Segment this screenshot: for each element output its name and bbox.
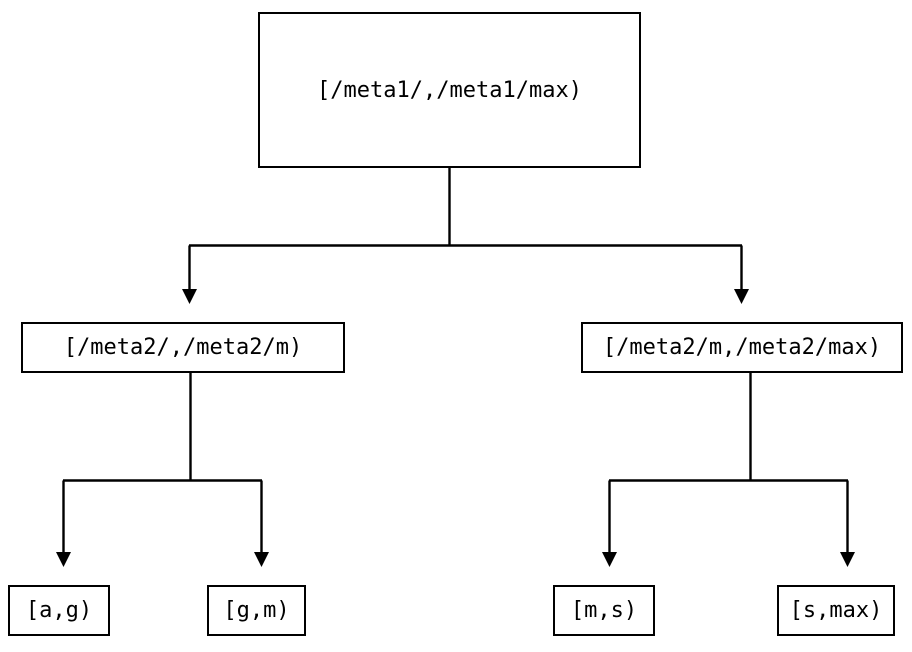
node-leaf-g-m-label: [g,m)	[223, 598, 290, 623]
arrowhead-root-to-mid-right	[734, 289, 749, 304]
node-leaf-a-g[interactable]: [a,g)	[8, 585, 110, 636]
node-leaf-a-g-label: [a,g)	[25, 598, 93, 623]
node-mid-left-label: [/meta2/,/meta2/m)	[63, 335, 303, 360]
node-mid-right-label: [/meta2/m,/meta2/max)	[602, 335, 882, 360]
node-mid-left[interactable]: [/meta2/,/meta2/m)	[21, 322, 345, 373]
node-mid-right[interactable]: [/meta2/m,/meta2/max)	[581, 322, 903, 373]
arrowhead-mid-left-to-leaf1	[56, 552, 71, 567]
arrowhead-mid-right-to-leaf4	[840, 552, 855, 567]
arrowhead-mid-left-to-leaf2	[254, 552, 269, 567]
node-leaf-s-max-label: [s,max)	[789, 598, 883, 623]
node-leaf-m-s-label: [m,s)	[570, 598, 638, 623]
node-root-label: [/meta1/,/meta1/max)	[317, 77, 582, 103]
arrowhead-mid-right-to-leaf3	[602, 552, 617, 567]
node-root[interactable]: [/meta1/,/meta1/max)	[258, 12, 641, 168]
node-leaf-s-max[interactable]: [s,max)	[777, 585, 895, 636]
node-leaf-m-s[interactable]: [m,s)	[553, 585, 655, 636]
arrowhead-root-to-mid-left	[182, 289, 197, 304]
node-leaf-g-m[interactable]: [g,m)	[207, 585, 306, 636]
